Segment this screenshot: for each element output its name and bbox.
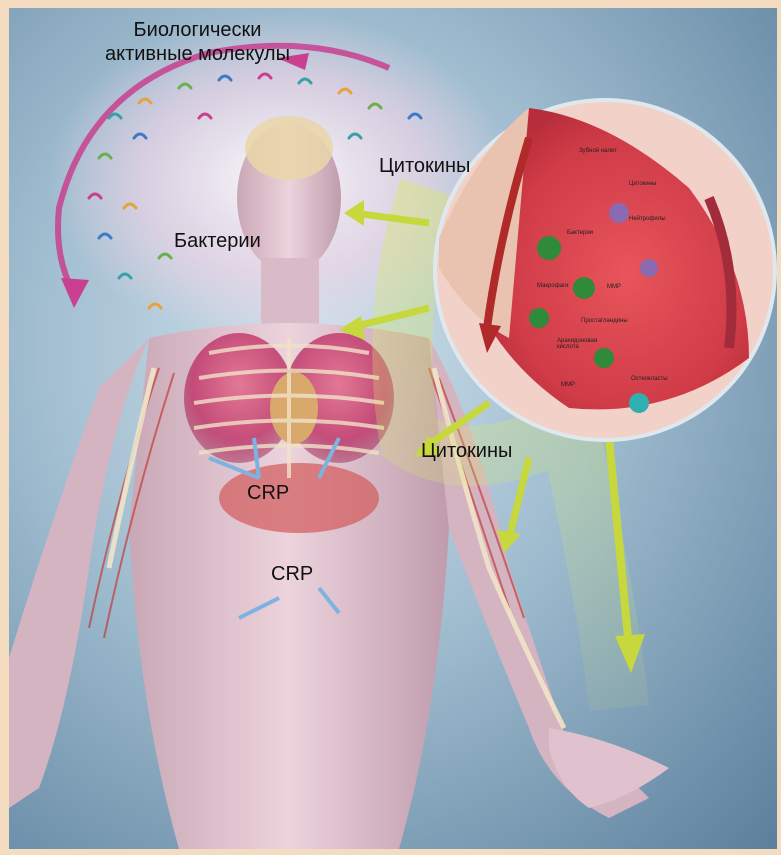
label-cytokines-mid: Цитокины bbox=[421, 440, 512, 462]
inset-label-macrophages: Макрофаги bbox=[537, 283, 569, 289]
inset-label-arachidonic-acid: Арахидоновая кислота bbox=[557, 338, 605, 350]
molecule-arrow-head-left bbox=[61, 278, 89, 308]
inset-label-neutrophils: Нейтрофилы bbox=[629, 216, 666, 222]
inset-label-cytokines: Цитокины bbox=[629, 181, 656, 187]
inset-label-bacteria: Бактерии bbox=[567, 230, 593, 236]
label-bacteria: Бактерии bbox=[174, 230, 261, 252]
illustration-panel: Зубной налет Цитокины Нейтрофилы Бактери… bbox=[9, 8, 777, 849]
inset-label-plaque: Зубной налет bbox=[579, 148, 617, 154]
anatomy-illustration bbox=[9, 8, 777, 849]
inset-label-prostaglandins: Простагландины bbox=[581, 318, 628, 324]
brain bbox=[245, 116, 333, 180]
label-cytokines-top: Цитокины bbox=[379, 155, 470, 177]
label-bio-molecules: Биологически активные молекулы bbox=[105, 18, 290, 66]
label-crp-lower: CRP bbox=[271, 563, 313, 585]
inset-label-mmp-2: ММР bbox=[561, 382, 575, 388]
inset-label-mmp-1: ММР bbox=[607, 284, 621, 290]
inset-label-osteoclasts: Остеокласты bbox=[631, 376, 668, 382]
label-crp-upper: CRP bbox=[247, 482, 289, 504]
